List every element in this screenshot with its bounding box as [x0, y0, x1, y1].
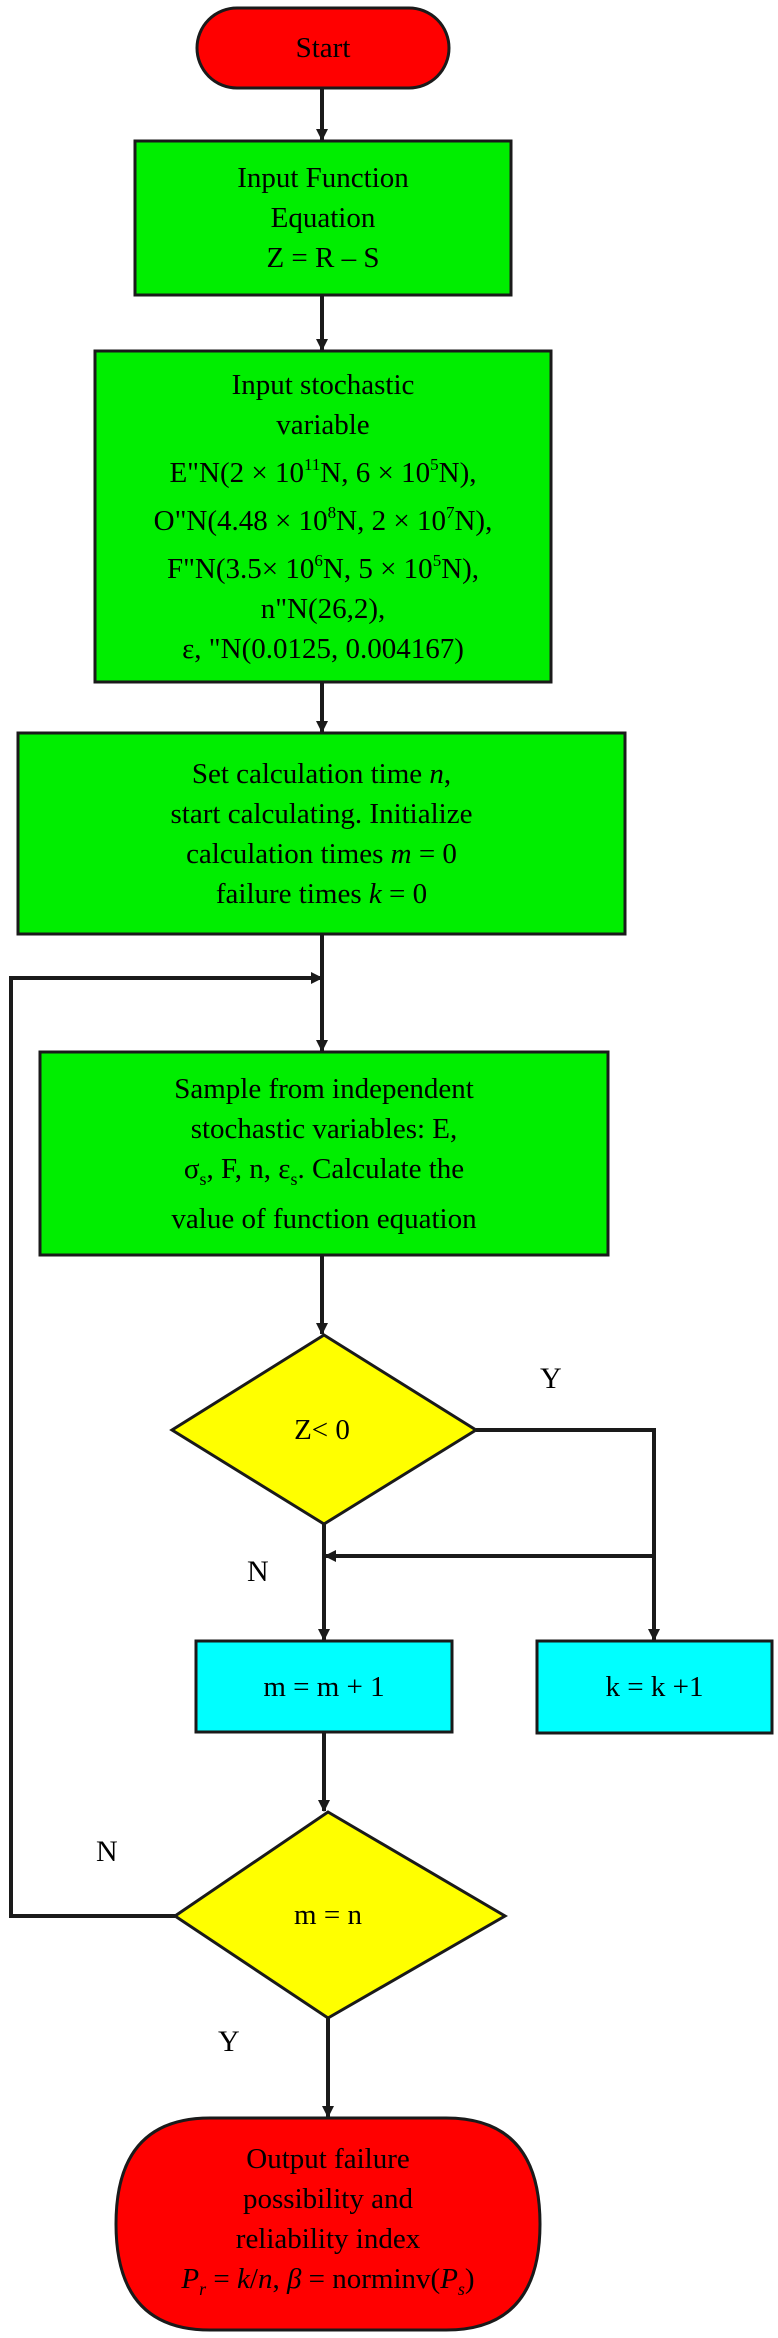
- decision-m-yes-label: Y: [218, 2025, 240, 2058]
- distribution-o: O"N(4.48 × 108N, 2 × 107N),: [153, 502, 493, 537]
- decision-z-label: Z< 0: [294, 1414, 350, 1446]
- input-function-text: Input Function Equation Z = R – S: [237, 162, 409, 274]
- decision-z-yes-label: Y: [540, 1362, 562, 1395]
- output-text: Output failure possibility and reliabili…: [116, 2118, 540, 2330]
- m-increment-text: m = m + 1: [263, 1670, 385, 1703]
- distribution-f: F"N(3.5× 106N, 5 × 105N),: [166, 550, 480, 585]
- decision-m-label: m = n: [294, 1899, 362, 1931]
- set-calculation-box: [16, 731, 627, 936]
- input-function-box: [133, 139, 513, 297]
- set-calculation-text: Set calculation time n, start calculatin…: [170, 757, 473, 910]
- input-stochastic-box: [93, 349, 553, 684]
- decision-m-no-label: N: [96, 1835, 118, 1868]
- loop-back-arrow: [9, 972, 323, 1918]
- input-stochastic-text: Input stochastic variable E"N(2 × 1011N,…: [95, 351, 551, 682]
- m-increment-box: [194, 1639, 454, 1734]
- sample-box: [38, 1050, 610, 1257]
- sample-text: Sample from independent stochastic varia…: [171, 1072, 477, 1235]
- distribution-n: n"N(26,2),: [260, 592, 386, 625]
- arrow-decision-yes: [476, 1428, 660, 1641]
- k-increment-box: [535, 1639, 774, 1735]
- start-label: Start: [295, 32, 351, 64]
- distribution-eps: ε, "N(0.0125, 0.004167): [182, 632, 464, 665]
- k-increment-text: k = k +1: [605, 1671, 704, 1703]
- decision-z-no-label: N: [247, 1555, 269, 1588]
- output-terminal: [114, 2116, 542, 2332]
- distribution-e: E"N(2 × 1011N, 6 × 105N),: [169, 454, 477, 489]
- reliability-formula: Pr = k/n, β = norminv(Ps): [181, 2263, 475, 2299]
